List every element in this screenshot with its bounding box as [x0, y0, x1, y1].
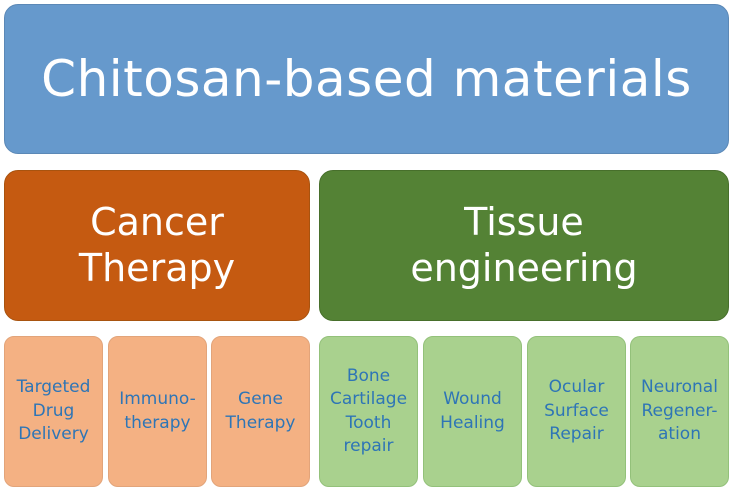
leaf-bone-cartilage-tooth-repair: Bone Cartilage Tooth repair	[319, 336, 418, 487]
title-box: Chitosan-based materials	[4, 4, 729, 154]
leaf-label: Immuno- therapy	[119, 389, 196, 433]
category-cancer-therapy: Cancer Therapy	[4, 170, 310, 321]
leaf-gene-therapy: Gene Therapy	[211, 336, 310, 487]
category-label: Tissue engineering	[410, 199, 638, 290]
leaf-label: Bone Cartilage Tooth repair	[329, 365, 408, 456]
leaf-label: Gene Therapy	[225, 389, 296, 433]
category-tissue-engineering: Tissue engineering	[319, 170, 729, 321]
leaf-targeted-drug-delivery: Targeted Drug Delivery	[4, 336, 103, 487]
diagram-title: Chitosan-based materials	[41, 50, 692, 108]
leaf-ocular-surface-repair: Ocular Surface Repair	[527, 336, 626, 487]
leaf-label: Targeted Drug Delivery	[16, 377, 91, 445]
leaf-neuronal-regeneration: Neuronal Regener- ation	[630, 336, 729, 487]
leaf-label: Neuronal Regener- ation	[641, 377, 718, 445]
leaf-label: Ocular Surface Repair	[544, 377, 609, 445]
category-label: Cancer Therapy	[78, 199, 236, 290]
leaf-immunotherapy: Immuno- therapy	[108, 336, 207, 487]
leaf-label: Wound Healing	[440, 389, 505, 433]
leaf-wound-healing: Wound Healing	[423, 336, 522, 487]
